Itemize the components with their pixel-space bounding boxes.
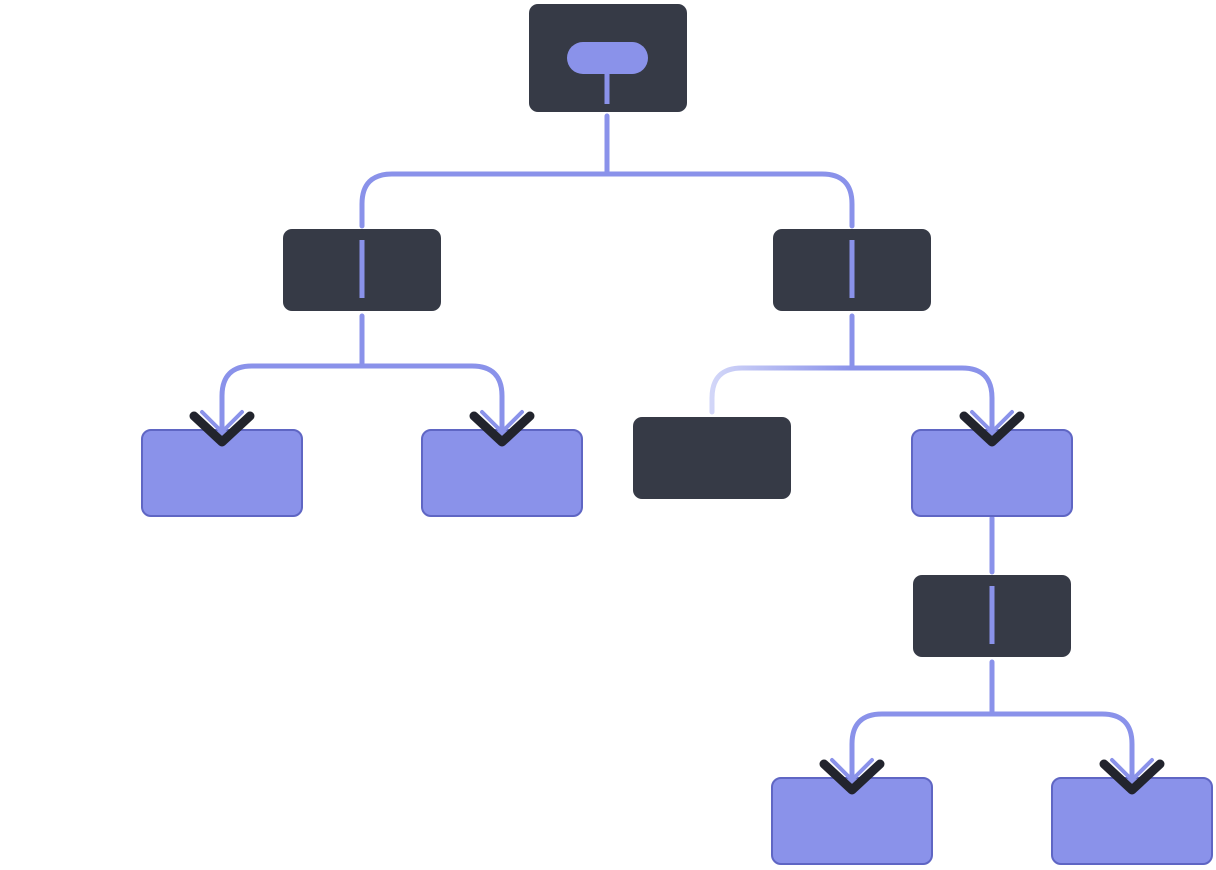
chevron-down-icon (1099, 758, 1165, 795)
arrowheads (189, 410, 1165, 795)
node-root-pill-marker (567, 42, 648, 74)
edge-root-to-right-branch (604, 171, 855, 229)
node-right-branch (773, 229, 931, 311)
edge-lower-branch-to-leaf-2 (989, 711, 1135, 781)
chevron-down-icon (469, 410, 535, 447)
edge-lower-branch-to-leaf-1 (849, 711, 995, 781)
edge-left-branch-to-leaf-2 (359, 363, 505, 433)
edge-root-to-left-branch (359, 171, 610, 229)
edge-right-branch-to-dark-leaf (709, 365, 855, 415)
node-lower-branch (913, 575, 1071, 657)
node-right-dark-leaf-box (633, 417, 791, 499)
node-right-dark-leaf (633, 417, 791, 499)
edges (219, 113, 1135, 781)
edge-right-branch-to-right-leaf (849, 365, 995, 433)
chevron-down-icon (959, 410, 1025, 447)
node-left-branch (283, 229, 441, 311)
chevron-down-icon (819, 758, 885, 795)
chevron-down-icon (189, 410, 255, 447)
node-root (529, 4, 687, 112)
edge-left-branch-to-leaf-1 (219, 363, 365, 433)
